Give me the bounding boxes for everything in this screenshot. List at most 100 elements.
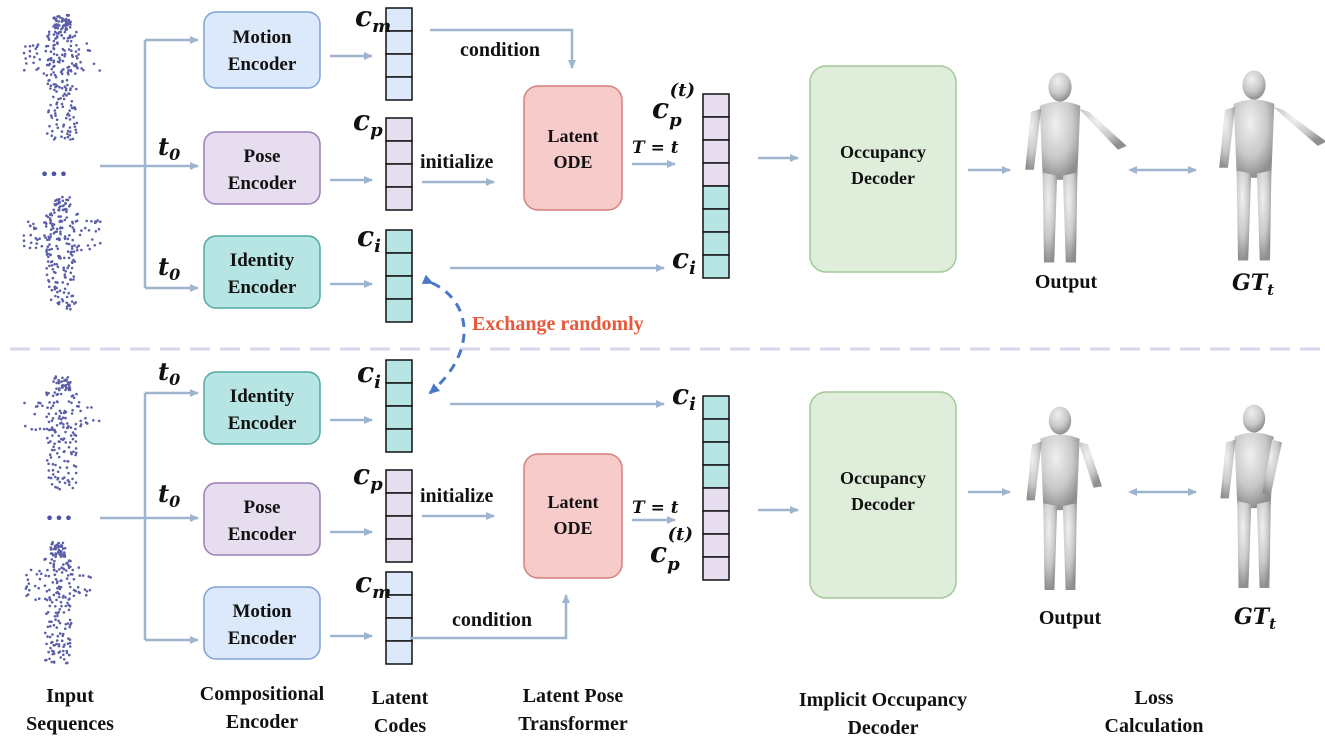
point xyxy=(45,589,49,593)
point xyxy=(49,561,52,565)
point xyxy=(52,208,55,212)
latent-code-motion-bottom-cell xyxy=(385,640,413,665)
point xyxy=(52,270,56,274)
point xyxy=(47,280,51,283)
point xyxy=(75,131,78,134)
point xyxy=(56,247,60,251)
point xyxy=(46,406,49,409)
point xyxy=(52,16,55,20)
point xyxy=(47,235,50,239)
point xyxy=(86,406,89,409)
point xyxy=(45,391,48,395)
point xyxy=(60,571,64,574)
point xyxy=(60,130,64,133)
point xyxy=(28,246,32,250)
point xyxy=(53,211,56,214)
point xyxy=(57,595,61,599)
point xyxy=(58,415,61,418)
point xyxy=(57,56,61,60)
point xyxy=(58,650,62,653)
point-cloud-bottom-2 xyxy=(24,540,92,665)
point xyxy=(50,222,54,226)
point xyxy=(52,568,56,571)
point xyxy=(62,125,65,128)
point xyxy=(66,282,69,286)
point xyxy=(58,568,61,571)
concat-identity-bottom-cell xyxy=(702,418,730,443)
mesh-arm-left xyxy=(1220,439,1236,499)
point xyxy=(48,604,52,608)
point xyxy=(97,419,101,423)
point xyxy=(55,642,58,646)
point xyxy=(59,215,63,218)
point xyxy=(73,302,76,305)
point xyxy=(48,62,52,66)
point xyxy=(68,618,72,622)
motion-encoder-top: Motion Encoder xyxy=(203,11,321,89)
point xyxy=(49,103,52,107)
point xyxy=(90,406,93,409)
output-mesh-bottom xyxy=(1026,406,1102,590)
point xyxy=(49,546,53,549)
point xyxy=(67,65,71,69)
point xyxy=(53,203,56,206)
point xyxy=(48,213,52,216)
point xyxy=(67,69,70,72)
t0-bottom-identity: t0 xyxy=(158,357,180,389)
point xyxy=(52,39,56,43)
point xyxy=(52,445,55,449)
point xyxy=(35,45,39,48)
stage-captions: Input Sequences Compositional Encoder La… xyxy=(26,683,1203,739)
point xyxy=(85,590,89,593)
point xyxy=(62,645,65,648)
latent-code-pose-bottom-cell xyxy=(385,492,413,517)
mesh-head xyxy=(1048,406,1072,435)
point xyxy=(71,486,75,490)
point xyxy=(52,565,55,568)
point xyxy=(65,301,69,305)
point xyxy=(60,135,63,138)
point xyxy=(70,452,73,456)
point xyxy=(78,591,81,595)
point xyxy=(69,88,72,92)
point xyxy=(77,566,81,569)
point xyxy=(50,419,54,423)
point xyxy=(69,70,73,73)
point xyxy=(51,468,55,472)
point xyxy=(85,219,88,223)
point xyxy=(62,567,66,571)
mesh-arm-right xyxy=(1078,108,1127,150)
point xyxy=(69,39,73,43)
point xyxy=(80,248,83,252)
point xyxy=(72,250,76,253)
concat-identity-top-cell xyxy=(702,254,730,279)
point xyxy=(72,396,76,400)
point xyxy=(90,220,93,223)
point xyxy=(49,476,53,480)
point xyxy=(69,271,73,275)
point xyxy=(65,386,68,390)
point xyxy=(60,20,64,23)
point xyxy=(70,300,74,303)
point xyxy=(49,624,52,628)
T-eq-t-top: T = t xyxy=(632,138,679,158)
point xyxy=(67,242,71,246)
point xyxy=(53,391,57,394)
point xyxy=(53,448,56,452)
point xyxy=(70,395,74,398)
point xyxy=(63,30,67,34)
identity-encoder-top: Identity Encoder xyxy=(203,235,321,309)
point xyxy=(82,68,85,72)
point xyxy=(46,635,49,638)
point xyxy=(69,307,72,311)
point xyxy=(25,62,28,65)
point xyxy=(53,644,56,647)
svg-text:Motion: Motion xyxy=(232,27,292,48)
point xyxy=(72,228,76,231)
point xyxy=(49,87,52,90)
point xyxy=(64,201,67,205)
point xyxy=(63,275,67,279)
point xyxy=(51,224,54,228)
point xyxy=(38,577,42,581)
mesh-torso xyxy=(1040,434,1080,511)
